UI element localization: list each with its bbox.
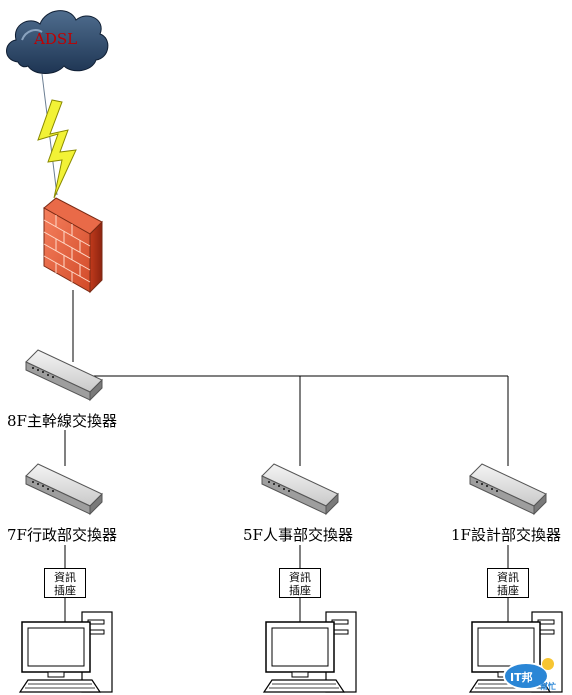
design-data-outlet: 資訊 插座 [487, 568, 529, 598]
design-switch-label: 1F設計部交換器 [451, 526, 561, 544]
admin-switch-icon [25, 463, 103, 516]
outlet-label-line2: 插座 [54, 584, 76, 597]
admin-computer-icon [18, 611, 113, 693]
outlet-label-line1: 資訊 [54, 571, 76, 584]
outlet-label-line2: 插座 [497, 584, 519, 597]
admin-switch-label: 7F行政部交換器 [7, 526, 117, 544]
watermark-text: IT邦 [510, 671, 533, 684]
firewall-icon [43, 197, 103, 294]
connection-lines [41, 73, 509, 622]
admin-data-outlet: 資訊 插座 [44, 568, 86, 598]
internet-label: ADSL [34, 30, 78, 48]
hr-switch-icon [261, 463, 339, 516]
cloud-icon [6, 10, 109, 74]
watermark-subtext: 幫忙 [540, 682, 556, 691]
hr-data-outlet: 資訊 插座 [279, 568, 321, 598]
outlet-label-line1: 資訊 [497, 571, 519, 584]
core-switch-label: 8F主幹線交換器 [7, 412, 117, 430]
design-switch-icon [469, 463, 547, 516]
outlet-label-line1: 資訊 [289, 571, 311, 584]
watermark-logo-icon [503, 658, 554, 690]
hr-computer-icon [262, 611, 357, 693]
outlet-label-line2: 插座 [289, 584, 311, 597]
lightning-bolt-icon [37, 99, 77, 199]
core-switch-icon [25, 349, 103, 402]
hr-switch-label: 5F人事部交換器 [243, 526, 353, 544]
